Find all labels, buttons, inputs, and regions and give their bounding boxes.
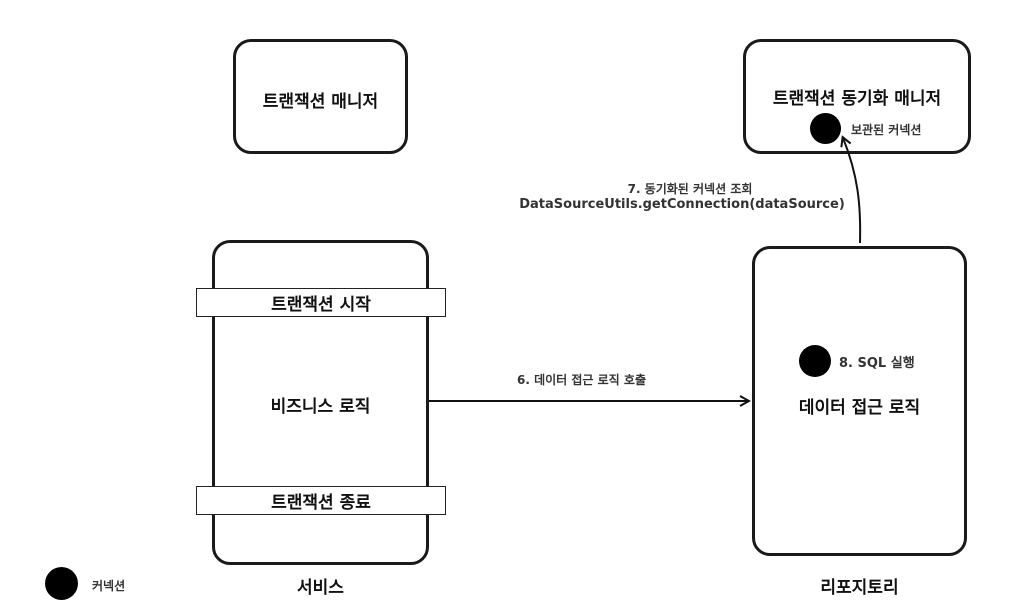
tx-end-band: 트랜잭션 종료 [196,486,446,515]
service-box: 트랜잭션 시작 비즈니스 로직 트랜잭션 종료 [196,240,446,565]
sync-manager-box: 트랜잭션 동기화 매니저 보관된 커넥션 [743,39,971,154]
tx-end-label: 트랜잭션 종료 [271,493,371,513]
sql-step-label: 8. SQL 실행 [839,356,915,371]
lookup-arrow-label-line1: 7. 동기화된 커넥션 조회 [627,182,753,196]
lookup-arrow-label-line2: DataSourceUtils.getConnection(dataSource… [519,197,845,212]
legend-connection-label: 커넥션 [92,579,126,593]
call-arrow-label: 6. 데이터 접근 로직 호출 [517,373,646,387]
stored-connection-label: 보관된 커넥션 [851,123,922,137]
lookup-arrow [843,138,862,244]
tx-start-label: 트랜잭션 시작 [271,295,371,315]
tx-start-band: 트랜잭션 시작 [196,288,446,317]
repository-caption: 리포지토리 [820,578,899,598]
transaction-manager-title: 트랜잭션 매니저 [262,92,379,112]
repository-box: 8. SQL 실행 데이터 접근 로직 [752,246,967,556]
service-caption: 서비스 [297,578,344,598]
data-access-logic-label: 데이터 접근 로직 [798,398,921,418]
legend-connection-dot [45,567,78,600]
transaction-manager-box: 트랜잭션 매니저 [233,39,408,154]
sync-manager-title: 트랜잭션 동기화 매니저 [772,89,942,109]
business-logic-label: 비즈니스 로직 [270,397,371,417]
stored-connection-dot [810,113,841,144]
sql-connection-dot [799,345,831,377]
